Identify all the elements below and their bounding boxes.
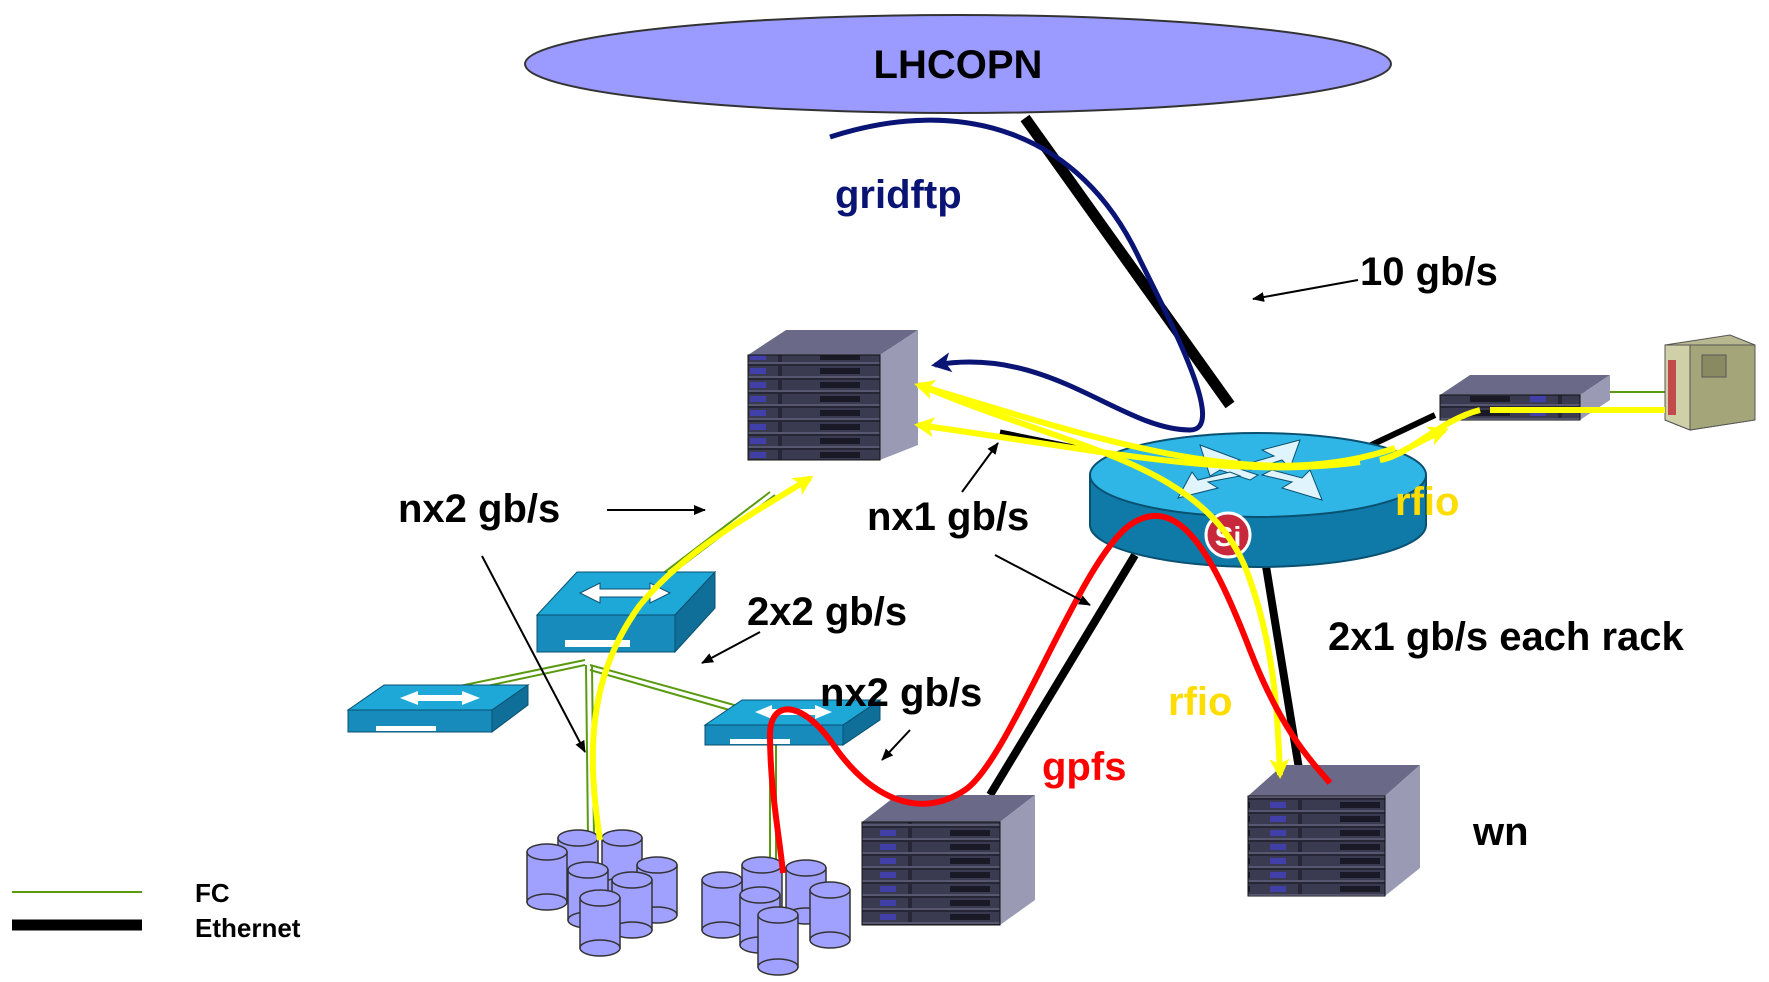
pointer-nx2-left-b: [481, 555, 586, 753]
rfio-right-label: rfio: [1395, 480, 1459, 524]
pointer-2x2: [701, 631, 761, 664]
gpfs-flow: [766, 512, 1333, 874]
ethernet-link-router-right-server: [1363, 412, 1437, 451]
pointer-arrows: [481, 279, 1359, 761]
wn-label: wn: [1472, 810, 1529, 854]
ethernet-link-router-gpfs-rack: [986, 552, 1139, 798]
ethernet-link-cloud-router: [1020, 114, 1235, 409]
legend: FC Ethernet: [12, 878, 301, 943]
legend-ethernet-label: Ethernet: [195, 913, 301, 943]
core-router: Si: [1089, 432, 1427, 568]
gridftp-label: gridftp: [835, 173, 962, 217]
disk-cluster-left: [526, 829, 678, 957]
rfio-flow-storage-to-grid: [589, 475, 814, 841]
pointer-nx1-b: [994, 554, 1091, 606]
lhcopn-label: LHCOPN: [874, 43, 1043, 87]
nx2-lower-label: nx2 gb/s: [820, 671, 982, 715]
grid-server-rack: [747, 330, 918, 461]
rfio-mid-label: rfio: [1168, 680, 1232, 724]
gpfs-label: gpfs: [1042, 745, 1126, 789]
nx2-left-label: nx2 gb/s: [398, 487, 560, 531]
disk-cluster-right: [701, 856, 851, 976]
pointer-nx2-lower: [881, 729, 911, 761]
fc-switch-main: [535, 570, 717, 654]
ten-gbs-label: 10 gb/s: [1360, 250, 1498, 294]
rfio-flow-grid-to-right: [914, 417, 1361, 471]
fc-switch-left: [346, 684, 530, 733]
wn-rack: [1247, 765, 1420, 897]
rfio-flow-right-server: [1379, 407, 1481, 463]
two-x2-label: 2x2 gb/s: [747, 590, 907, 634]
gridftp-flow: [829, 117, 1206, 433]
legend-fc-label: FC: [195, 878, 230, 908]
tape-storage-tower: [1664, 334, 1756, 431]
rack-label: 2x1 gb/s each rack: [1328, 615, 1685, 659]
pointer-nx1-a: [961, 442, 999, 493]
lhcopn-cloud: LHCOPN: [524, 14, 1392, 114]
nx1-label: nx1 gb/s: [867, 495, 1029, 539]
gpfs-server-rack: [861, 795, 1035, 926]
pointer-10gbs: [1252, 279, 1359, 302]
